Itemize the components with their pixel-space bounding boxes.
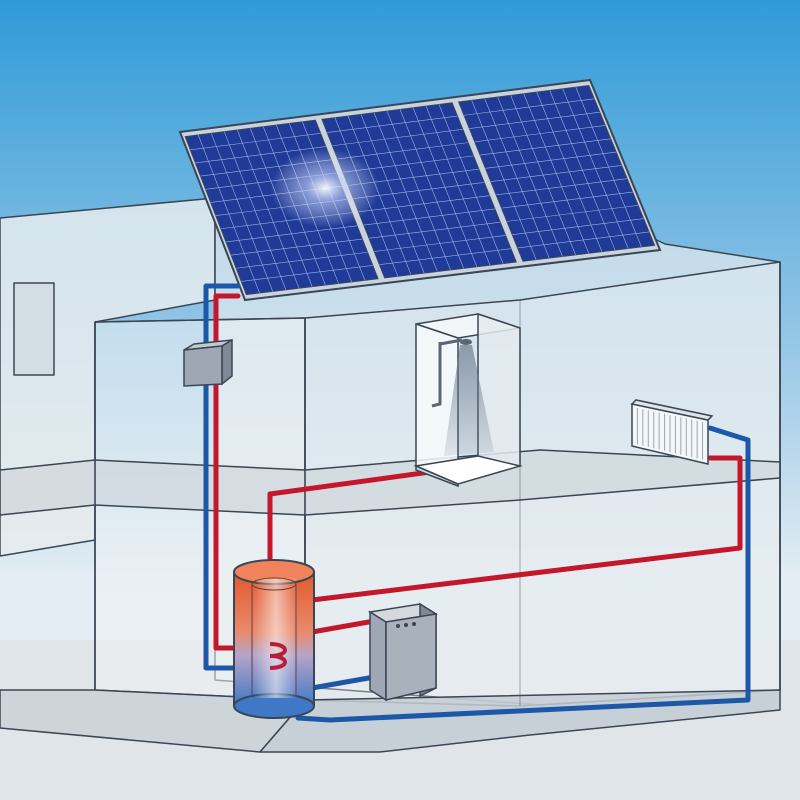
shower-riser [431, 342, 442, 408]
solar-cell-line [496, 178, 628, 196]
tank-coil [269, 642, 287, 670]
radiator-icon [630, 399, 714, 465]
radiator-hot-pipe [309, 455, 743, 603]
solar-cell-line [374, 235, 506, 252]
solar-cell-line [368, 221, 501, 239]
solar-cell-line [474, 125, 606, 143]
solar-cell-line [327, 115, 458, 133]
shower-head [460, 339, 472, 345]
boiler-cold-pipe [309, 673, 383, 691]
solar-cell-line [501, 191, 633, 209]
solar-cell-line [332, 129, 463, 147]
solar-cell-line [469, 111, 600, 129]
shower-icon [413, 312, 523, 488]
radiator-cold-pipe [295, 425, 751, 723]
solar-cell-line [463, 98, 595, 116]
solar-cell-line [225, 225, 358, 243]
solar-cell-line [190, 133, 321, 151]
solar-cell-line [490, 165, 622, 182]
shower-spray [444, 345, 494, 456]
shower-arm [439, 338, 463, 346]
house-attic-line [94, 317, 306, 323]
hot-water-tank-icon [233, 559, 315, 719]
solar-cell-line [480, 138, 611, 156]
solar-panel-icon [178, 78, 662, 302]
house-window [13, 282, 55, 376]
junction-box-icon [183, 338, 233, 387]
solar-cell-line [363, 208, 495, 226]
solar-panel-reflection [270, 148, 380, 228]
boiler-hot-pipe [309, 617, 383, 635]
shower-tray-front [415, 464, 459, 488]
solar-cell-line [379, 248, 511, 265]
solar-cell-line [485, 151, 617, 169]
solar-cell-line [231, 238, 363, 256]
solar-cell-line [236, 251, 368, 269]
pipes [203, 283, 751, 723]
solar-cell-line [241, 265, 373, 282]
boiler-icon [367, 602, 439, 702]
solar-cell-line [358, 195, 490, 213]
solar-cell-line [512, 218, 644, 235]
solar-cell-line [337, 142, 469, 160]
solar-cell-line [506, 205, 639, 222]
solar-cell-line [195, 146, 326, 164]
solar-cell-line [517, 231, 650, 249]
